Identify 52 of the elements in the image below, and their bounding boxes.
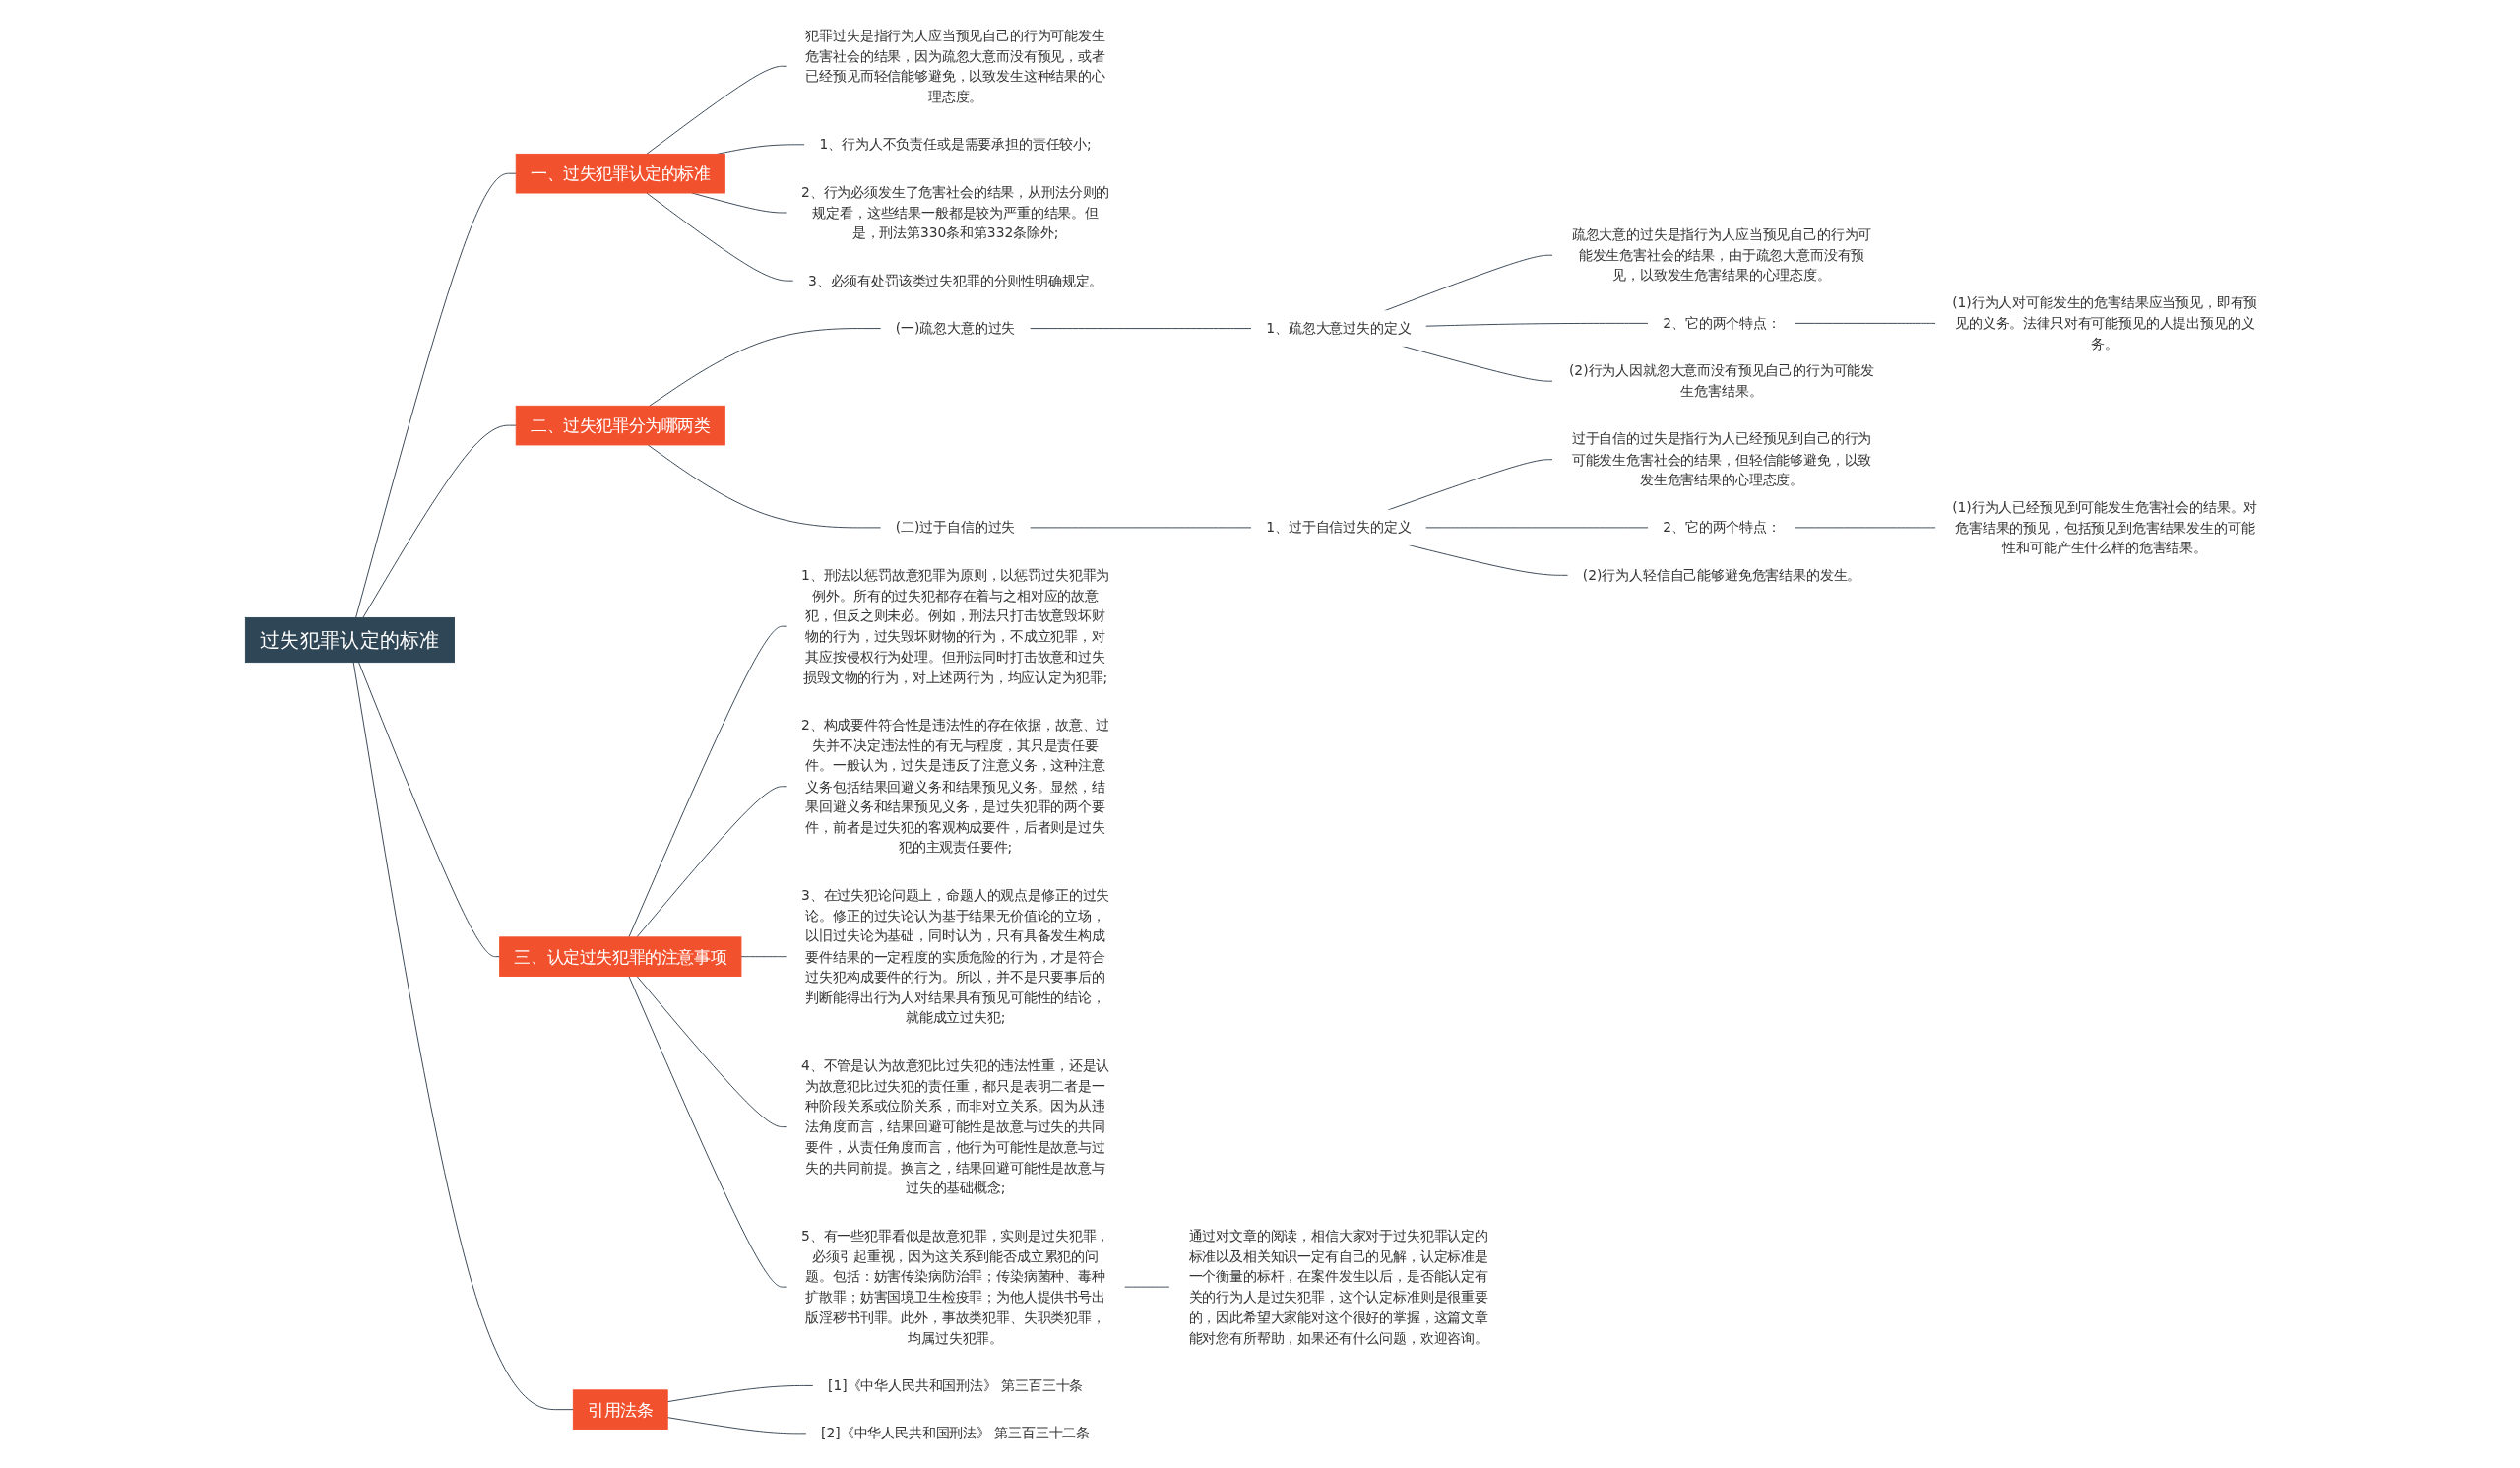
- node-text: 3、在过失犯论问题上，命题人的观点是修正的过失论。修正的过失论认为基于结果无价值论的立场，以旧过失论为基础，同时认为，只有具备发生构成要件结果的一定程度的实质危险的行为，才是符合过失犯构成要件的行为。所以，并不是只要事后的判断能得出行为人对结果具有预见可能性的结论，就能成立过失犯;: [801, 886, 1110, 1026]
- connector: [1124, 1286, 1171, 1288]
- connector: [646, 192, 795, 282]
- connector: [1402, 345, 1554, 382]
- connector: [649, 327, 882, 407]
- node-text: [2]《中华人民共和国刑法》 第三百三十二条: [821, 1424, 1091, 1441]
- node-text: 疏忽大意的过失是指行为人应当预见自己的行为可能发生危害社会的结果，由于疏忽大意而没有预见，以致发生危害结果的心理态度。: [1572, 225, 1872, 284]
- connector: [648, 444, 882, 528]
- node-box: 二、过失犯罪分为哪两类: [516, 405, 726, 445]
- node-text: 2、它的两个特点：: [1663, 314, 1782, 331]
- connector: [1795, 322, 1937, 324]
- connector: [355, 172, 518, 618]
- node-text: 通过对文章的阅读，相信大家对于过失犯罪认定的标准以及相关知识一定有自己的见解，认定标准是一个衡量的标杆，在案件发生以后，是否能认定有关的行为人是过失犯罪，这个认定标准则是很重要的，因此希望大家能对这个很好的掌握，这篇文章能对您有所帮助，如果还有什么问题，欢迎咨询。: [1189, 1227, 1489, 1346]
- connector: [628, 625, 788, 937]
- connector: [636, 975, 788, 1127]
- connector: [1425, 322, 1650, 327]
- node-text: 2、它的两个特点：: [1663, 518, 1782, 536]
- node-box: 三、认定过失犯罪的注意事项: [499, 935, 742, 977]
- node-box: 一、过失犯罪认定的标准: [516, 153, 726, 193]
- node-text: (2)行为人轻信自己能够避免危害结果的发生。: [1583, 566, 1861, 583]
- connector: [353, 661, 575, 1410]
- connector: [667, 1416, 808, 1434]
- connector: [1795, 526, 1937, 528]
- node-text: (2)行为人因就忽大意而没有预见自己的行为可能发生危害结果。: [1569, 361, 1875, 400]
- connector: [667, 1384, 815, 1402]
- connector: [358, 661, 501, 957]
- node-text: 犯罪过失是指行为人应当预见自己的行为可能发生危害社会的结果，因为疏忽大意而没有预见，或者已经预见而轻信能够避免，以致发生这种结果的心理态度。: [805, 27, 1106, 104]
- connector: [1030, 526, 1253, 528]
- node-text: (1)行为人已经预见到可能发生危害社会的结果。对危害结果的预见，包括预见到危害结果发生的可能性和可能产生什么样的危害结果。: [1952, 498, 2258, 556]
- node-text: (二)过于自信的过失: [896, 518, 1016, 536]
- node-text: 2、行为必须发生了危害社会的结果，从刑法分则的规定看，这些结果一般都是较为严重的结果。但是，刑法第330条和第332条除外;: [801, 183, 1110, 241]
- node-text: 1、疏忽大意过失的定义: [1266, 319, 1412, 337]
- node-text: (1)行为人对可能发生的危害结果应当预见，即有预见的义务。法律只对有可能预见的人提出预见的义务。: [1952, 293, 2258, 351]
- node-box: 引用法条: [573, 1388, 669, 1430]
- node-box: 过失犯罪认定的标准: [245, 616, 456, 663]
- node-text: 3、必须有处罚该类过失犯罪的分则性明确规定。: [808, 272, 1103, 288]
- connector: [628, 975, 788, 1288]
- node-text: 1、过于自信过失的定义: [1266, 518, 1412, 536]
- node-text: (一)疏忽大意的过失: [896, 319, 1016, 337]
- node-text: 2、构成要件符合性是违法性的存在依据，故意、过失并不决定违法性的有无与程度，其只是责任要件。一般认为，过失是违反了注意义务，这种注意义务包括结果回避义务和结果预见义务。显然，结果回避义务和结果预见义务，是过失犯罪的两个要件，前者是过失犯的客观构成要件，后者则是过失犯的主观责任要件;: [801, 716, 1110, 856]
- node-text: 1、刑法以惩罚故意犯罪为原则，以惩罚过失犯罪为例外。所有的过失犯都存在着与之相对应的故意犯，但反之则未必。例如，刑法只打击故意毁坏财物的行为，过失毁坏财物的行为，不成立犯罪，对其应按侵权行为处理。但刑法同时打击故意和过失损毁文物的行为，对上述两行为，均应认定为犯罪;: [801, 566, 1110, 685]
- connector: [740, 955, 788, 957]
- connector: [1425, 526, 1650, 528]
- connector: [1030, 327, 1253, 329]
- connector: [646, 65, 788, 155]
- node-text: 过于自信的过失是指行为人已经预见到自己的行为可能发生危害社会的结果，但轻信能够避免，以致发生危害结果的心理态度。: [1572, 429, 1872, 488]
- connector: [636, 785, 788, 937]
- node-text: 4、不管是认为故意犯比过失犯的违法性重，还是认为故意犯比过失犯的责任重，都只是表明二者是一种阶段关系或位阶关系，而非对立关系。因为从违法角度而言，结果回避可能性是故意与过失的共同要件，从责任角度而言，他行为可能性是故意与过失的共同前提。换言之，结果回避可能性是故意与过失的基础概念;: [801, 1056, 1110, 1196]
- node-text: 5、有一些犯罪看似是故意犯罪，实则是过失犯罪，必须引起重视，因为这关系到能否成立累犯的问题。包括：妨害传染病防治罪；传染病菌种、毒种扩散罪；妨害国境卫生检疫罪；为他人提供书号出版淫秽书刊罪。此外，事故类犯罪、失职类犯罪，均属过失犯罪。: [801, 1227, 1110, 1346]
- connector: [362, 424, 518, 618]
- node-text: 1、行为人不负责任或是需要承担的责任较小;: [819, 135, 1093, 153]
- node-text: [1]《中华人民共和国刑法》 第三百三十条: [828, 1376, 1084, 1393]
